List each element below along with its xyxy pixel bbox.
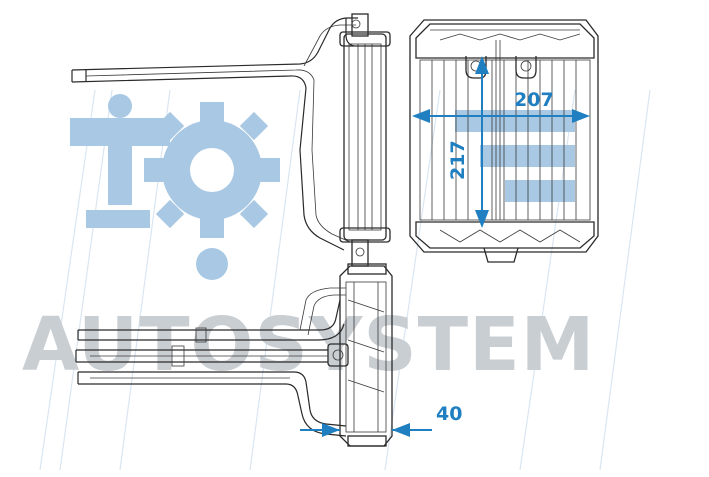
dimension-height: 217 — [447, 56, 489, 228]
dimension-width-label: 207 — [514, 89, 554, 111]
front-view-core — [409, 19, 599, 263]
watermark-figure-icon — [70, 94, 170, 228]
side-view-pipe-assembly — [71, 17, 358, 251]
watermark-text: AUTOSYSTEM — [22, 302, 595, 388]
dimension-height-label: 217 — [447, 140, 469, 180]
watermark-logo: AUTOSYSTEM — [22, 89, 651, 471]
dimension-width: 207 — [412, 89, 590, 123]
side-view-core — [339, 13, 391, 267]
bottom-view-assembly — [75, 263, 393, 447]
core-fins — [431, 60, 577, 220]
dimension-depth-label: 40 — [436, 403, 462, 425]
watermark-bars — [455, 110, 575, 202]
dimension-depth: 40 — [300, 403, 462, 437]
